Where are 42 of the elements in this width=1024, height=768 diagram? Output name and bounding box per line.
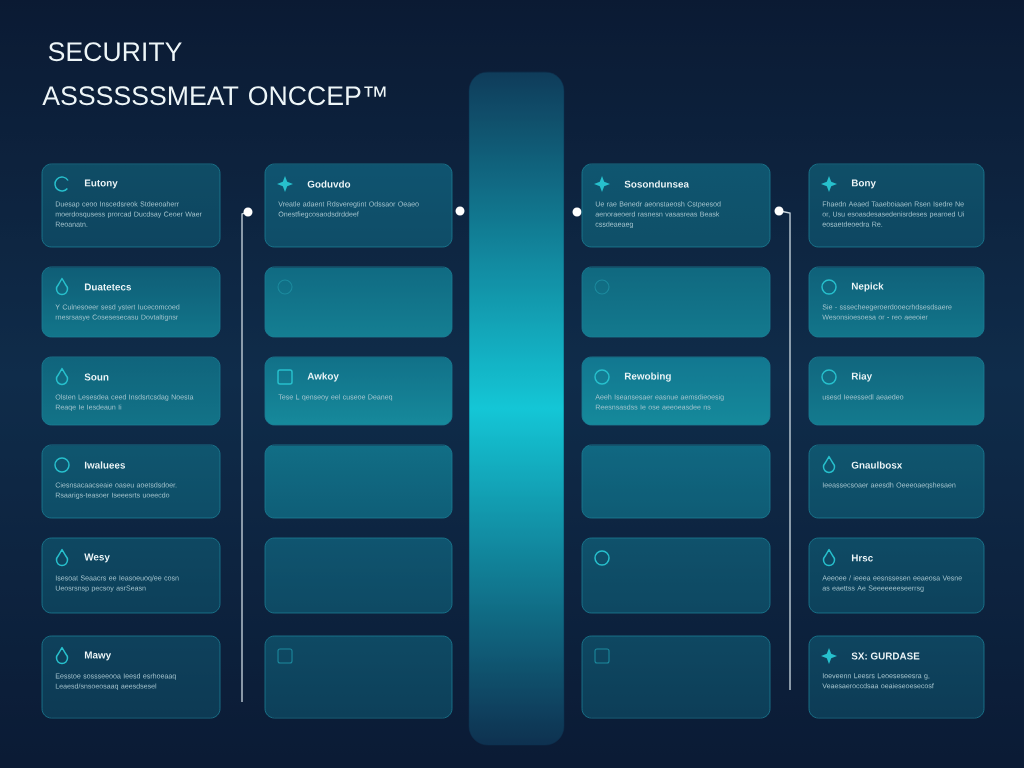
card-heading: SX: GURDASE [851,652,920,660]
card [581,356,771,426]
card-heading: Iwaluees [84,461,125,469]
card-heading: Hrsc [851,554,873,562]
card-heading: Riay [851,372,873,382]
card-heading: Mawy [84,651,112,661]
card-heading: Goduvdo [307,180,351,188]
card [264,635,453,719]
card-heading: Eutony [84,179,118,189]
card [808,537,985,614]
card [581,163,771,248]
card-heading: Gnaulbosx [851,461,903,469]
card [41,635,221,719]
card [808,356,985,426]
card [808,444,985,519]
card [581,537,771,614]
card [581,635,771,719]
card [41,356,221,426]
card [808,163,985,248]
title: SECURITY ASSSSSSMEAT ONCCEP™ [42,42,386,106]
card [264,537,453,614]
card [264,266,453,338]
card-heading: Awkoy [307,372,339,382]
card [808,635,985,719]
card [581,266,771,338]
card-heading: Duatetecs [84,283,131,291]
card-heading: Bony [851,179,876,189]
card-heading: Soun [84,373,109,381]
card [41,266,221,338]
card-heading: Nepick [851,282,884,292]
card [41,537,221,614]
card-heading: Wesy [84,553,110,563]
card [264,444,453,519]
card-heading: Sosondunsea [624,180,690,188]
card [264,356,453,426]
card [41,163,221,248]
card [264,163,453,248]
card [41,444,221,519]
card [808,266,985,338]
card [581,444,771,519]
glow-bar [468,71,565,746]
card-heading: Rewobing [624,372,671,382]
